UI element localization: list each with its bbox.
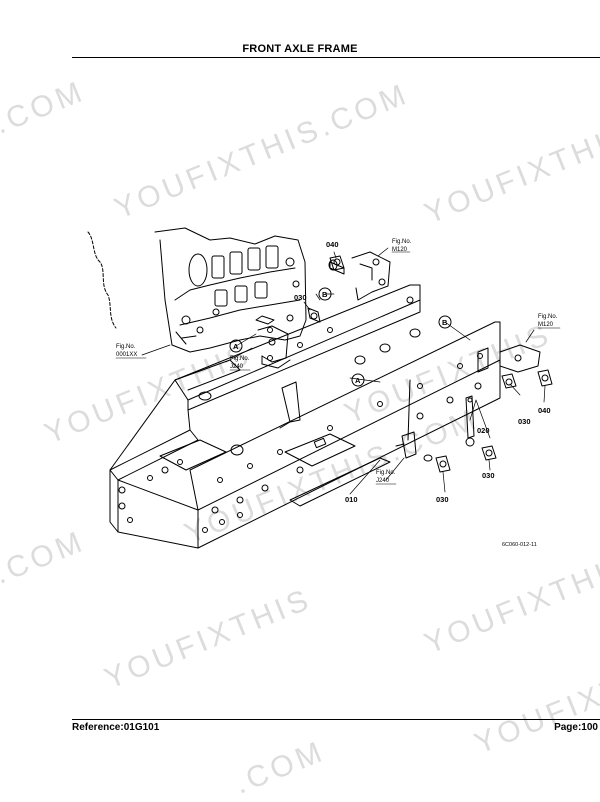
part-label-030: 030 [294, 293, 307, 302]
right-mount-bracket [477, 344, 541, 373]
exploded-parts-diagram: 040 030 040 030 020 030 010 030 Fig.No. … [87, 227, 561, 549]
bolt-040-upper [329, 255, 345, 271]
upper-mount-bracket [328, 251, 391, 301]
page-title: FRONT AXLE FRAME [242, 43, 358, 55]
clamp-j240 [395, 431, 417, 459]
fig-ref-line2: 0001XX [116, 352, 137, 358]
bolt-030-mid [481, 445, 497, 461]
drawing-code: 6C060-012-11 [502, 542, 537, 548]
fig-ref-line1: Fig.No. [392, 239, 412, 245]
fig-ref-line2: J240 [230, 364, 244, 370]
fig-ref-line1: Fig.No. [376, 470, 396, 476]
part-label-030: 030 [482, 471, 495, 480]
callout-a-circle [229, 339, 243, 353]
link-bar-020 [465, 395, 475, 447]
callout-b-circle [438, 315, 452, 329]
fig-ref-line1: Fig.No. [230, 356, 250, 362]
callout-b-circle [318, 287, 332, 301]
engine-block [87, 227, 307, 353]
reference-number: Reference:01G101 [72, 722, 160, 733]
bolt-030-upper [307, 307, 321, 323]
footer-rule [72, 719, 600, 720]
frame-side-rail-upper [174, 284, 421, 411]
part-label-030: 030 [436, 495, 449, 504]
fig-ref-line2: M120 [538, 322, 554, 328]
fig-ref-line1: Fig.No. [116, 344, 136, 350]
bolt-030-right [501, 373, 517, 389]
part-label-010: 010 [345, 495, 358, 504]
callout-b-letter: B [442, 318, 448, 327]
part-label-030: 030 [518, 417, 531, 426]
lower-mount-bracket [255, 315, 291, 369]
bolt-040-right [537, 369, 553, 387]
bolt-030-lower [423, 454, 451, 473]
page-number: Page:100 [554, 722, 598, 733]
callout-b-letter: B [322, 290, 328, 299]
leader-lines [141, 247, 546, 495]
part-label-020: 020 [477, 426, 490, 435]
frame-cross-plates [230, 379, 411, 507]
fig-ref-line2: M120 [392, 247, 408, 253]
fig-ref-line1: Fig.No. [538, 314, 558, 320]
header-rule [72, 57, 600, 58]
callout-a-circle [351, 373, 365, 387]
part-label-040: 040 [326, 240, 339, 249]
callout-a-letter: A [233, 342, 239, 351]
callout-a-letter: A [355, 376, 361, 385]
part-label-040: 040 [538, 406, 551, 415]
fig-ref-line2: J240 [376, 478, 390, 484]
frame-front-box [109, 359, 241, 549]
